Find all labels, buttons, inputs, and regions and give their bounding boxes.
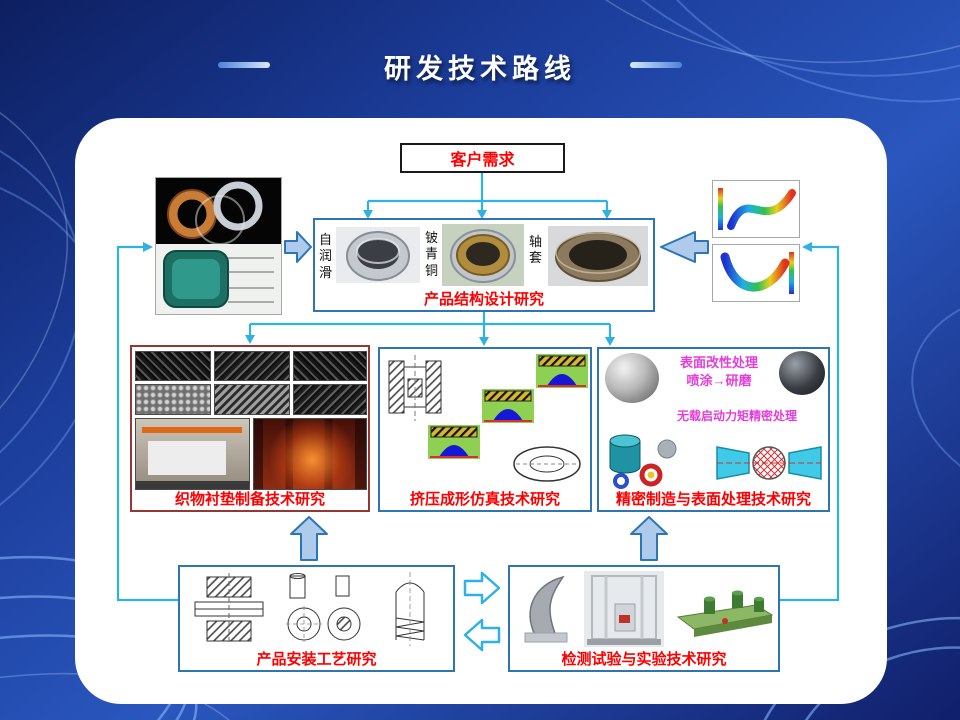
precision-manufacturing-caption: 精密制造与表面处理技术研究	[615, 491, 811, 508]
fabric-texture-sample	[135, 351, 211, 381]
product-structure-design-box: 自润滑 铍青铜 轴套	[313, 218, 655, 312]
product-structure-design-caption: 产品结构设计研究	[423, 291, 544, 308]
dark-sphere-image	[779, 351, 825, 395]
green-fixture-render	[670, 577, 778, 641]
surface-treatment-note-line1: 表面改性处理	[679, 355, 758, 370]
fabric-texture-sample	[214, 351, 290, 381]
block-arrow-up-icon	[290, 516, 328, 561]
label-self-lubricating: 自润滑	[319, 232, 333, 280]
bearing-reference-images	[155, 177, 282, 315]
flow-connector-lines	[116, 173, 840, 652]
extrusion-simulation-box: 挤压成形仿真技术研究	[378, 347, 592, 512]
fabric-microstructure-sample	[214, 384, 290, 415]
fabric-liner-caption: 织物衬垫制备技术研究	[174, 491, 325, 508]
sleeve-bearing-image	[548, 226, 648, 286]
gray-sphere-image	[605, 353, 659, 403]
spherical-bearing-diagram	[715, 435, 823, 489]
customer-needs-label: 客户需求	[450, 152, 515, 169]
extrusion-sim-thumbnail	[536, 354, 588, 388]
arrow-left-icon	[802, 242, 812, 252]
extrusion-sim-thumbnail	[482, 389, 534, 423]
install-pin-drawing	[374, 572, 446, 646]
fabric-texture-sample	[293, 351, 367, 381]
weaving-machine-photo	[135, 418, 250, 490]
flow-panel: 客户需求 自润滑 铍青铜 轴	[75, 118, 887, 704]
arrow-down-icon	[245, 335, 255, 344]
install-die-drawing	[188, 572, 270, 646]
self-lubricating-bearing-image	[336, 227, 420, 283]
connector-customer-to-design	[366, 173, 609, 211]
page-title: 研发技术路线	[384, 54, 576, 84]
customer-needs-box: 客户需求	[400, 143, 565, 173]
die-cross-section-drawing	[384, 353, 446, 423]
fabric-microstructure-sample	[135, 384, 211, 415]
installation-process-box: 产品安装工艺研究	[178, 565, 455, 672]
testing-research-box: 检测试验与实验技术研究	[508, 565, 780, 672]
fabric-microstructure-sample	[293, 384, 367, 415]
outline-arrow-right-icon	[463, 571, 501, 605]
arrow-down-icon	[605, 337, 615, 346]
connector-feedback-left	[116, 245, 178, 602]
bearing-rings-photo	[156, 178, 281, 244]
precision-manufacturing-box: 表面改性处理 喷涂→研磨 无载启动力矩精密处理	[597, 347, 830, 512]
fabric-liner-research-box: 织物衬垫制备技术研究	[130, 345, 370, 512]
install-parts-drawing	[278, 572, 366, 646]
no-load-torque-note: 无载启动力矩精密处理	[676, 409, 797, 423]
arrow-down-icon	[363, 210, 373, 219]
machined-parts-image	[603, 429, 679, 489]
test-rig-photo	[584, 571, 664, 647]
arrow-right-icon	[143, 242, 153, 252]
block-arrow-up-icon	[630, 516, 668, 561]
block-arrow-right-icon	[284, 231, 312, 263]
bronze-bearing-image	[442, 224, 524, 286]
extrusion-sim-thumbnail	[428, 425, 480, 459]
arrow-down-icon	[477, 210, 487, 219]
fea-simulation-image-bottom	[712, 244, 800, 302]
installation-process-caption: 产品安装工艺研究	[256, 651, 377, 668]
extrusion-simulation-caption: 挤压成形仿真技术研究	[409, 491, 560, 508]
arrow-down-icon	[602, 210, 612, 219]
block-arrow-left-icon	[660, 231, 709, 263]
arrow-down-icon	[479, 337, 489, 346]
outline-arrow-left-icon	[463, 618, 501, 652]
furnace-photo	[253, 418, 367, 490]
connector-feedback-right	[780, 245, 840, 602]
label-beryllium-bronze: 铍青铜	[425, 230, 439, 278]
curved-part-photo	[515, 571, 579, 647]
title-divider-left	[218, 62, 270, 68]
surface-treatment-note-line2: 喷涂→研磨	[686, 373, 752, 388]
bearing-section-drawing	[510, 443, 584, 485]
connector-design-to-research-row	[248, 312, 612, 338]
title-divider-right	[630, 62, 682, 68]
fea-simulation-image-top	[712, 180, 800, 238]
label-sleeve: 轴套	[529, 234, 543, 266]
testing-research-caption: 检测试验与实验技术研究	[561, 651, 727, 668]
fabric-liner-diagram	[156, 244, 281, 314]
